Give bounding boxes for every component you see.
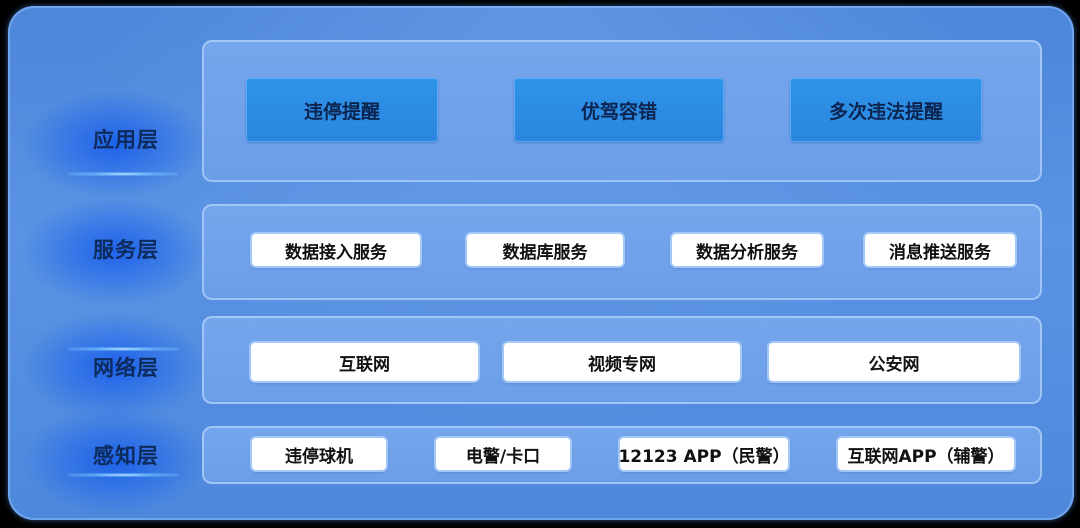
label-glow-line	[68, 473, 178, 477]
internet-app-auxiliary-police-node[interactable]: 互联网APP（辅警）	[838, 438, 1014, 470]
app-12123-police-node[interactable]: 12123 APP（民警）	[618, 438, 790, 470]
service-layer-panel: 数据接入服务 数据库服务 数据分析服务 消息推送服务	[202, 204, 1042, 300]
illegal-parking-reminder-button[interactable]: 违停提醒	[246, 78, 438, 142]
architecture-diagram: 应用层 违停提醒 优驾容错 多次违法提醒 服务层 数据接入服务 数据库服务 数据…	[8, 6, 1074, 520]
application-layer-panel: 违停提醒 优驾容错 多次违法提醒	[202, 40, 1042, 182]
service-layer-label: 服务层	[93, 238, 159, 262]
video-private-network-node[interactable]: 视频专网	[504, 343, 740, 381]
application-layer-label: 应用层	[93, 128, 159, 152]
message-push-service[interactable]: 消息推送服务	[865, 234, 1015, 266]
driving-tolerance-button[interactable]: 优驾容错	[514, 78, 724, 142]
label-glow-line	[68, 172, 178, 176]
label-glow-line	[68, 347, 178, 351]
internet-node[interactable]: 互联网	[251, 343, 478, 381]
parking-dome-camera-node[interactable]: 违停球机	[252, 438, 386, 470]
perception-layer-panel: 违停球机 电警/卡口 12123 APP（民警） 互联网APP（辅警）	[202, 426, 1042, 484]
repeat-violation-reminder-button[interactable]: 多次违法提醒	[790, 78, 982, 142]
database-service[interactable]: 数据库服务	[467, 234, 623, 266]
e-police-checkpoint-node[interactable]: 电警/卡口	[436, 438, 570, 470]
network-layer-label: 网络层	[93, 356, 159, 380]
public-security-network-node[interactable]: 公安网	[769, 343, 1019, 381]
data-analysis-service[interactable]: 数据分析服务	[672, 234, 822, 266]
perception-layer-label: 感知层	[93, 444, 159, 468]
network-layer-panel: 互联网 视频专网 公安网	[202, 316, 1042, 404]
data-ingest-service[interactable]: 数据接入服务	[252, 234, 420, 266]
